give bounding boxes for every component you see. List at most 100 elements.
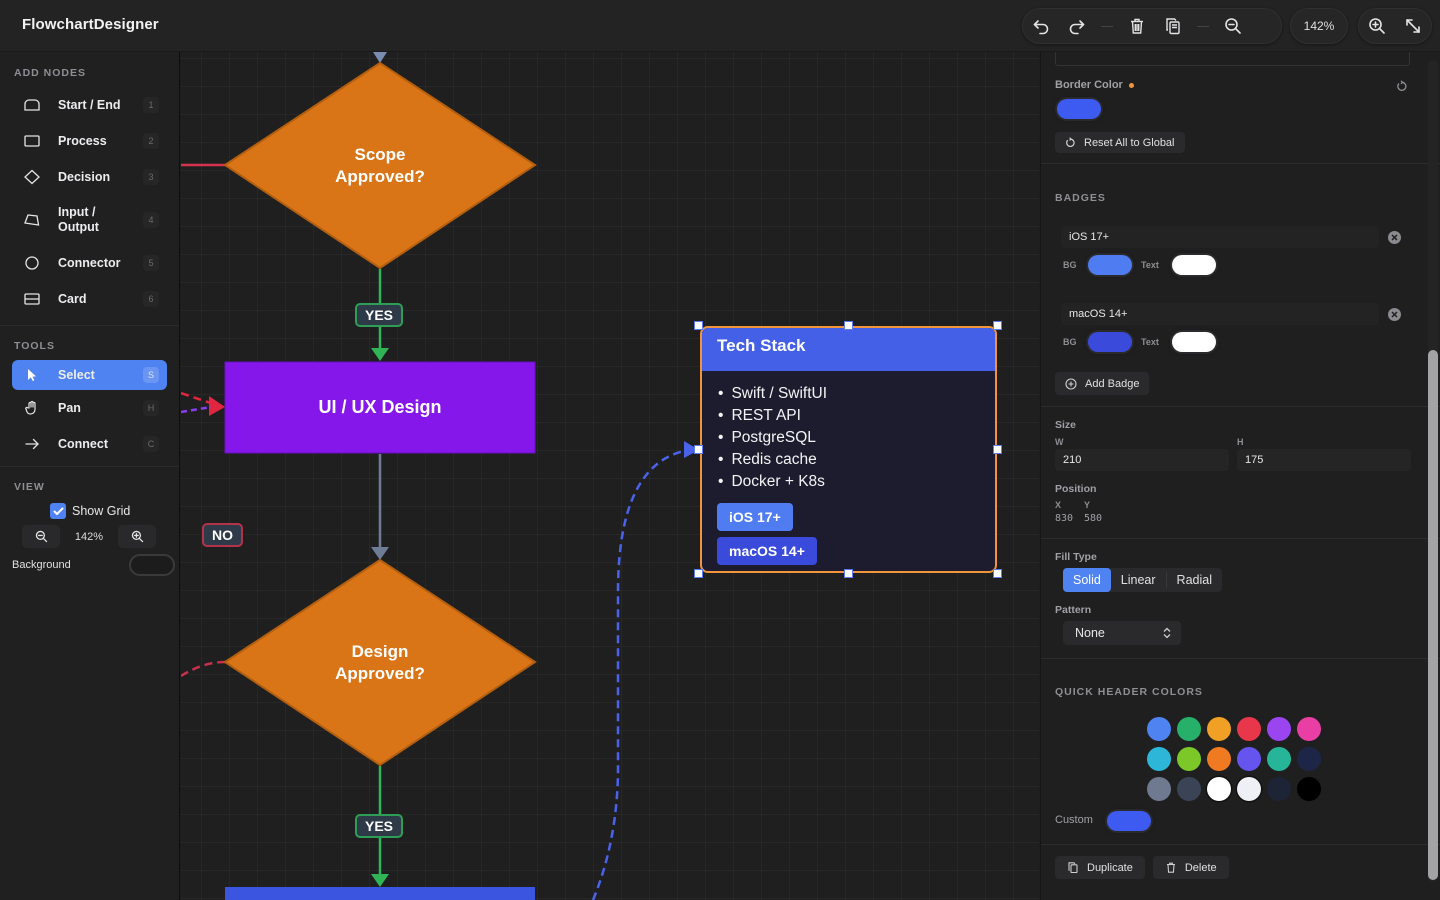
quick-color-swatch[interactable] bbox=[1237, 747, 1261, 771]
fill-type-solid[interactable]: Solid bbox=[1063, 568, 1111, 592]
edge-label-no[interactable]: NO bbox=[202, 523, 243, 547]
sidebar-zoom-in-button[interactable] bbox=[118, 525, 156, 548]
edit-toolbar bbox=[1022, 8, 1282, 44]
duplicate-node-button[interactable]: Duplicate bbox=[1055, 856, 1145, 879]
add-node-input-output[interactable]: Input / Output 4 bbox=[12, 195, 167, 245]
pattern-select[interactable]: None bbox=[1063, 621, 1181, 645]
quick-color-swatch[interactable] bbox=[1267, 717, 1291, 741]
decision-node-design[interactable] bbox=[223, 558, 537, 767]
panel-scrollbar[interactable] bbox=[1428, 60, 1438, 882]
bg-label: BG bbox=[1063, 337, 1077, 347]
zoom-in-button[interactable] bbox=[1359, 8, 1395, 44]
view-title: VIEW bbox=[14, 481, 45, 493]
text-label: Text bbox=[1141, 260, 1159, 270]
card-node-tech-stack[interactable]: Tech Stack Swift / SwiftUI REST API Post… bbox=[700, 326, 997, 573]
resize-handle-top[interactable] bbox=[844, 321, 853, 330]
undo-button[interactable] bbox=[1023, 8, 1059, 44]
remove-badge-button[interactable] bbox=[1388, 231, 1401, 244]
resize-handle-top-left[interactable] bbox=[694, 321, 703, 330]
quick-color-swatch[interactable] bbox=[1207, 777, 1231, 801]
edge-dashed-red[interactable] bbox=[181, 391, 218, 407]
add-badge-button[interactable]: Add Badge bbox=[1055, 372, 1150, 395]
badge-bg-color-swatch[interactable] bbox=[1088, 255, 1132, 275]
badge-text-color-swatch[interactable] bbox=[1172, 332, 1216, 352]
custom-color-swatch[interactable] bbox=[1107, 811, 1151, 831]
decision-node-scope[interactable] bbox=[223, 61, 537, 270]
quick-color-swatch[interactable] bbox=[1267, 777, 1291, 801]
zoom-out-button[interactable] bbox=[1215, 8, 1251, 44]
add-node-connector[interactable]: Connector 5 bbox=[12, 245, 167, 281]
resize-handle-bottom[interactable] bbox=[844, 569, 853, 578]
zoom-level-display[interactable]: 142% bbox=[1290, 8, 1348, 44]
width-input[interactable]: 210 bbox=[1055, 449, 1229, 471]
tool-pan[interactable]: Pan H bbox=[12, 390, 167, 426]
border-color-swatch[interactable] bbox=[1057, 99, 1101, 119]
quick-color-swatch[interactable] bbox=[1297, 777, 1321, 801]
quick-color-swatch[interactable] bbox=[1297, 717, 1321, 741]
resize-handle-top-right[interactable] bbox=[993, 321, 1002, 330]
duplicate-button[interactable] bbox=[1155, 8, 1191, 44]
card-header: Tech Stack bbox=[702, 328, 995, 371]
reset-icon[interactable] bbox=[1396, 80, 1408, 92]
badge-label-input[interactable]: macOS 14+ bbox=[1061, 303, 1379, 325]
fill-type-radial[interactable]: Radial bbox=[1176, 573, 1212, 587]
badge-editor-ios: iOS 17+ BG Text bbox=[1061, 226, 1401, 275]
quick-color-swatch[interactable] bbox=[1177, 777, 1201, 801]
text-area-field[interactable] bbox=[1055, 52, 1410, 66]
edge-label-yes[interactable]: YES bbox=[355, 303, 404, 327]
reset-all-button[interactable]: Reset All to Global bbox=[1055, 132, 1185, 153]
quick-color-swatch[interactable] bbox=[1297, 747, 1321, 771]
tool-connect[interactable]: Connect C bbox=[12, 426, 167, 462]
add-node-card[interactable]: Card 6 bbox=[12, 281, 167, 317]
add-node-start-end[interactable]: Start / End 1 bbox=[12, 87, 167, 123]
quick-color-swatch[interactable] bbox=[1237, 717, 1261, 741]
redo-button[interactable] bbox=[1059, 8, 1095, 44]
quick-color-swatch[interactable] bbox=[1147, 777, 1171, 801]
process-node-uiux[interactable] bbox=[224, 361, 536, 454]
quick-color-swatch[interactable] bbox=[1147, 717, 1171, 741]
background-color-swatch[interactable] bbox=[129, 554, 175, 576]
panel-scrollbar-thumb[interactable] bbox=[1428, 350, 1438, 880]
duplicate-label: Duplicate bbox=[1087, 861, 1133, 874]
badge-bg-color-swatch[interactable] bbox=[1088, 332, 1132, 352]
remove-badge-button[interactable] bbox=[1388, 308, 1401, 321]
sidebar-zoom-out-button[interactable] bbox=[22, 525, 60, 548]
edge-dashed-purple[interactable] bbox=[181, 405, 212, 414]
quick-color-swatch[interactable] bbox=[1237, 777, 1261, 801]
quick-color-swatch[interactable] bbox=[1207, 747, 1231, 771]
quick-color-swatch[interactable] bbox=[1177, 717, 1201, 741]
node-label: Decision bbox=[58, 169, 111, 184]
x-label: X bbox=[1055, 500, 1062, 510]
resize-handle-right[interactable] bbox=[993, 445, 1002, 454]
shortcut-key: 1 bbox=[143, 97, 159, 113]
resize-handle-bottom-right[interactable] bbox=[993, 569, 1002, 578]
add-node-process[interactable]: Process 2 bbox=[12, 123, 167, 159]
process-node-next[interactable] bbox=[225, 887, 535, 900]
card-list-item: Redis cache bbox=[718, 449, 995, 471]
badge-label-input[interactable]: iOS 17+ bbox=[1061, 226, 1379, 248]
badge-text-color-swatch[interactable] bbox=[1172, 255, 1216, 275]
fill-type-linear[interactable]: Linear bbox=[1111, 572, 1167, 588]
quick-color-swatch[interactable] bbox=[1177, 747, 1201, 771]
resize-handle-left[interactable] bbox=[694, 445, 703, 454]
shortcut-key: H bbox=[143, 400, 159, 416]
flowchart-canvas[interactable]: Scope Approved? UI / UX Design Design Ap… bbox=[181, 52, 1039, 900]
quick-color-swatch[interactable] bbox=[1147, 747, 1171, 771]
show-grid-checkbox[interactable] bbox=[50, 503, 66, 519]
edge-dashed-blue-to-card[interactable] bbox=[591, 448, 690, 900]
show-grid-toggle[interactable]: Show Grid bbox=[50, 503, 179, 519]
custom-color-label: Custom bbox=[1055, 814, 1093, 826]
show-grid-label: Show Grid bbox=[72, 504, 131, 518]
tool-select[interactable]: Select S bbox=[12, 360, 167, 390]
delete-button[interactable] bbox=[1119, 8, 1155, 44]
resize-handle-bottom-left[interactable] bbox=[694, 569, 703, 578]
add-node-decision[interactable]: Decision 3 bbox=[12, 159, 167, 195]
delete-node-button[interactable]: Delete bbox=[1152, 856, 1229, 879]
quick-color-swatch[interactable] bbox=[1207, 717, 1231, 741]
quick-color-swatch[interactable] bbox=[1267, 747, 1291, 771]
fit-to-screen-button[interactable] bbox=[1395, 8, 1431, 44]
edge-label-yes[interactable]: YES bbox=[355, 814, 404, 838]
height-input[interactable]: 175 bbox=[1237, 449, 1411, 471]
edge-dashed-red-design[interactable] bbox=[181, 660, 226, 678]
reset-icon bbox=[1066, 137, 1075, 147]
